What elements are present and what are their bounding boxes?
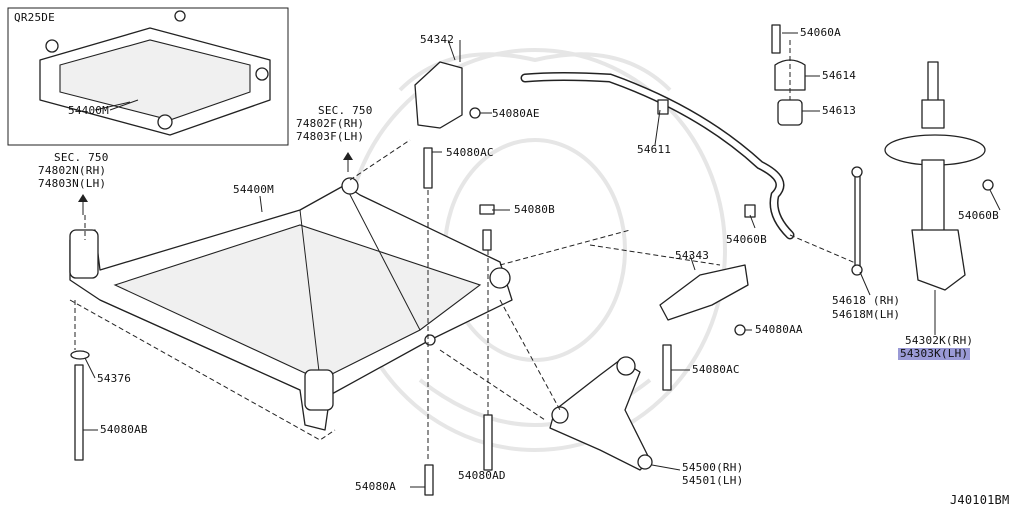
part-54613[interactable]: 54613 (822, 104, 857, 117)
sec750-mid-lh: 74803F(LH) (296, 130, 365, 143)
part-54080B-mid[interactable]: 54080B (514, 203, 555, 216)
sec750-left-rh: 74802N(RH) (38, 164, 107, 177)
part-54303K-highlighted[interactable]: 54303K(LH) (898, 347, 971, 360)
bracket-54343-drawing (589, 244, 749, 321)
inset-part-label[interactable]: 54400M (68, 104, 109, 117)
part-54060B-mid[interactable]: 54060B (726, 233, 767, 246)
part-54080AB[interactable]: 54080AB (100, 423, 148, 436)
bracket-54342-drawing (414, 40, 492, 129)
bushing-clamp-drawing (771, 24, 806, 126)
part-54080A[interactable]: 54080A (355, 480, 396, 493)
part-54342[interactable]: 54342 (420, 33, 455, 46)
bolts-drawing (70, 147, 746, 496)
part-54080AC-top[interactable]: 54080AC (446, 146, 494, 159)
part-54376[interactable]: 54376 (97, 372, 132, 385)
section-arrows (78, 152, 353, 215)
sec750-mid-title[interactable]: SEC. 750 (318, 104, 373, 117)
lower-arm-drawing (439, 299, 653, 471)
part-54400M[interactable]: 54400M (233, 183, 274, 196)
strut-drawing (851, 61, 994, 291)
main-subframe-drawing (69, 139, 631, 441)
part-54611[interactable]: 54611 (637, 143, 672, 156)
diagram-code: J40101BM (950, 493, 1010, 507)
part-54060B-right[interactable]: 54060B (958, 209, 999, 222)
sec750-mid-rh: 74802F(RH) (296, 117, 365, 130)
part-54501[interactable]: 54501(LH) (682, 474, 744, 487)
part-54618[interactable]: 54618 (RH) (832, 294, 901, 307)
leader-lines (83, 32, 1001, 488)
part-54080AA[interactable]: 54080AA (755, 323, 803, 336)
inset-subframe-drawing (39, 10, 271, 136)
part-54500[interactable]: 54500(RH) (682, 461, 744, 474)
part-54618M[interactable]: 54618M(LH) (832, 308, 901, 321)
part-54060A[interactable]: 54060A (800, 26, 841, 39)
part-54080AC-bottom[interactable]: 54080AC (692, 363, 740, 376)
inset-engine-code: QR25DE (14, 11, 55, 24)
stabilizer-bar-drawing (520, 72, 861, 266)
part-54080AD[interactable]: 54080AD (458, 469, 506, 482)
sec750-left-title[interactable]: SEC. 750 (54, 151, 109, 164)
part-54080AE[interactable]: 54080AE (492, 107, 540, 120)
part-54343[interactable]: 54343 (675, 249, 710, 262)
part-54302K[interactable]: 54302K(RH) (905, 334, 974, 347)
part-54614[interactable]: 54614 (822, 69, 857, 82)
sec750-left-lh: 74803N(LH) (38, 177, 107, 190)
